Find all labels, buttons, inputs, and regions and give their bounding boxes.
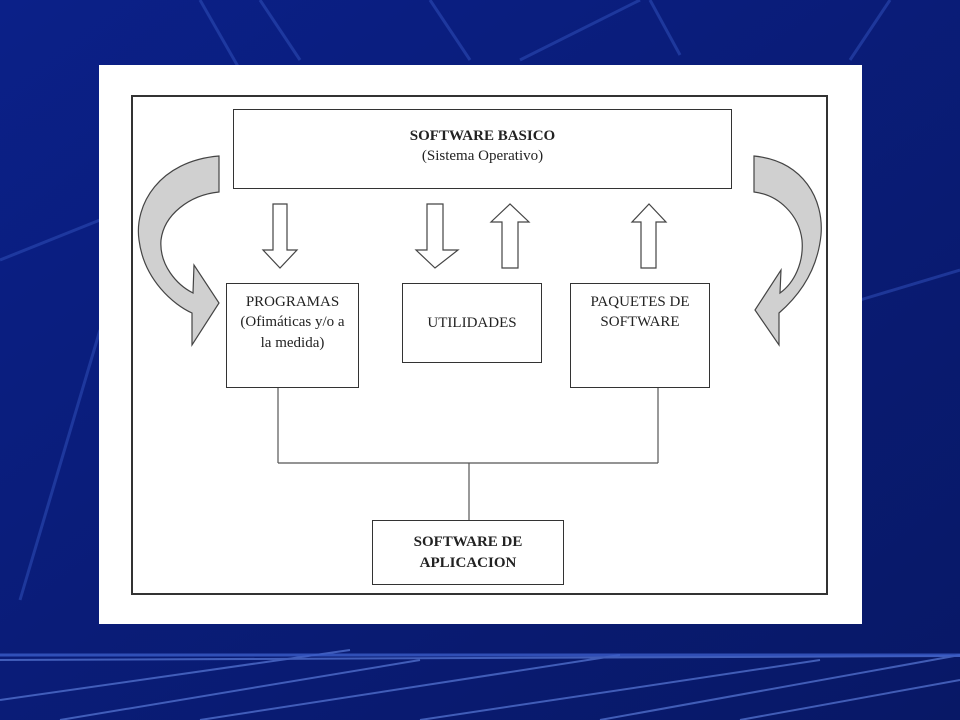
up-arrow-icon	[630, 203, 668, 269]
diagram-lines	[131, 95, 828, 595]
up-arrow-icon	[489, 203, 531, 269]
paquetes-label-line1: PAQUETES DE	[590, 294, 690, 310]
software-basico-subtitle: (Sistema Operativo)	[421, 148, 544, 164]
curved-arrow-right-icon	[753, 155, 822, 347]
software-basico-title: SOFTWARE BASICO	[409, 127, 556, 144]
diagram-frame: SOFTWARE BASICO (Sistema Operativo) PROG…	[99, 65, 862, 624]
software-basico-box: SOFTWARE BASICO (Sistema Operativo)	[233, 109, 732, 189]
diagram-border	[131, 95, 828, 595]
programas-label-line2: (Ofimáticas y/o a	[240, 314, 345, 331]
down-arrow-icon	[261, 203, 299, 269]
aplicacion-label-line1: SOFTWARE DE	[413, 534, 523, 551]
programas-label-line3: la medida)	[260, 334, 325, 351]
programas-box: PROGRAMAS (Ofimáticas y/o a la medida)	[226, 283, 359, 388]
software-aplicacion-box: SOFTWARE DE APLICACION	[372, 520, 564, 585]
paquetes-label-line2: SOFTWARE	[600, 314, 680, 331]
utilidades-box: UTILIDADES	[402, 283, 542, 363]
connector-lines	[277, 388, 659, 520]
programas-label-line1: PROGRAMAS	[245, 294, 340, 310]
down-arrow-icon	[414, 203, 460, 269]
curved-arrow-left-icon	[137, 155, 220, 348]
utilidades-label: UTILIDADES	[427, 314, 517, 331]
aplicacion-label-line2: APLICACION	[419, 554, 517, 571]
paquetes-box: PAQUETES DE SOFTWARE	[570, 283, 710, 388]
